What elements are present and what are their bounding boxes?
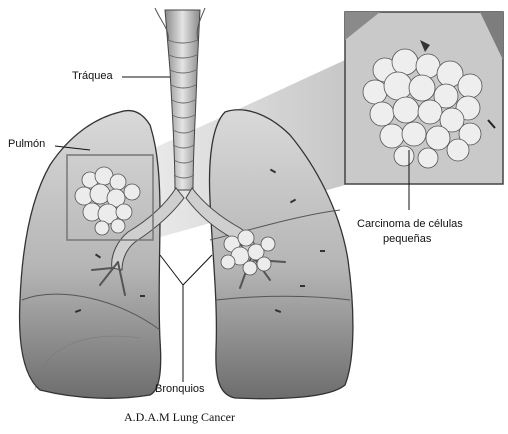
- tumor-closeup-illustration: [345, 12, 503, 184]
- image-caption: A.D.A.M Lung Cancer: [124, 410, 235, 425]
- carcinoma-label-line1: Carcinoma de células: [357, 218, 463, 230]
- lung-label: Pulmón: [8, 138, 45, 150]
- trachea-label: Tráquea: [72, 70, 113, 82]
- left-lung: [20, 111, 161, 399]
- carcinoma-label-line2: pequeñas: [383, 233, 431, 245]
- bronchi-label: Bronquios: [155, 383, 205, 395]
